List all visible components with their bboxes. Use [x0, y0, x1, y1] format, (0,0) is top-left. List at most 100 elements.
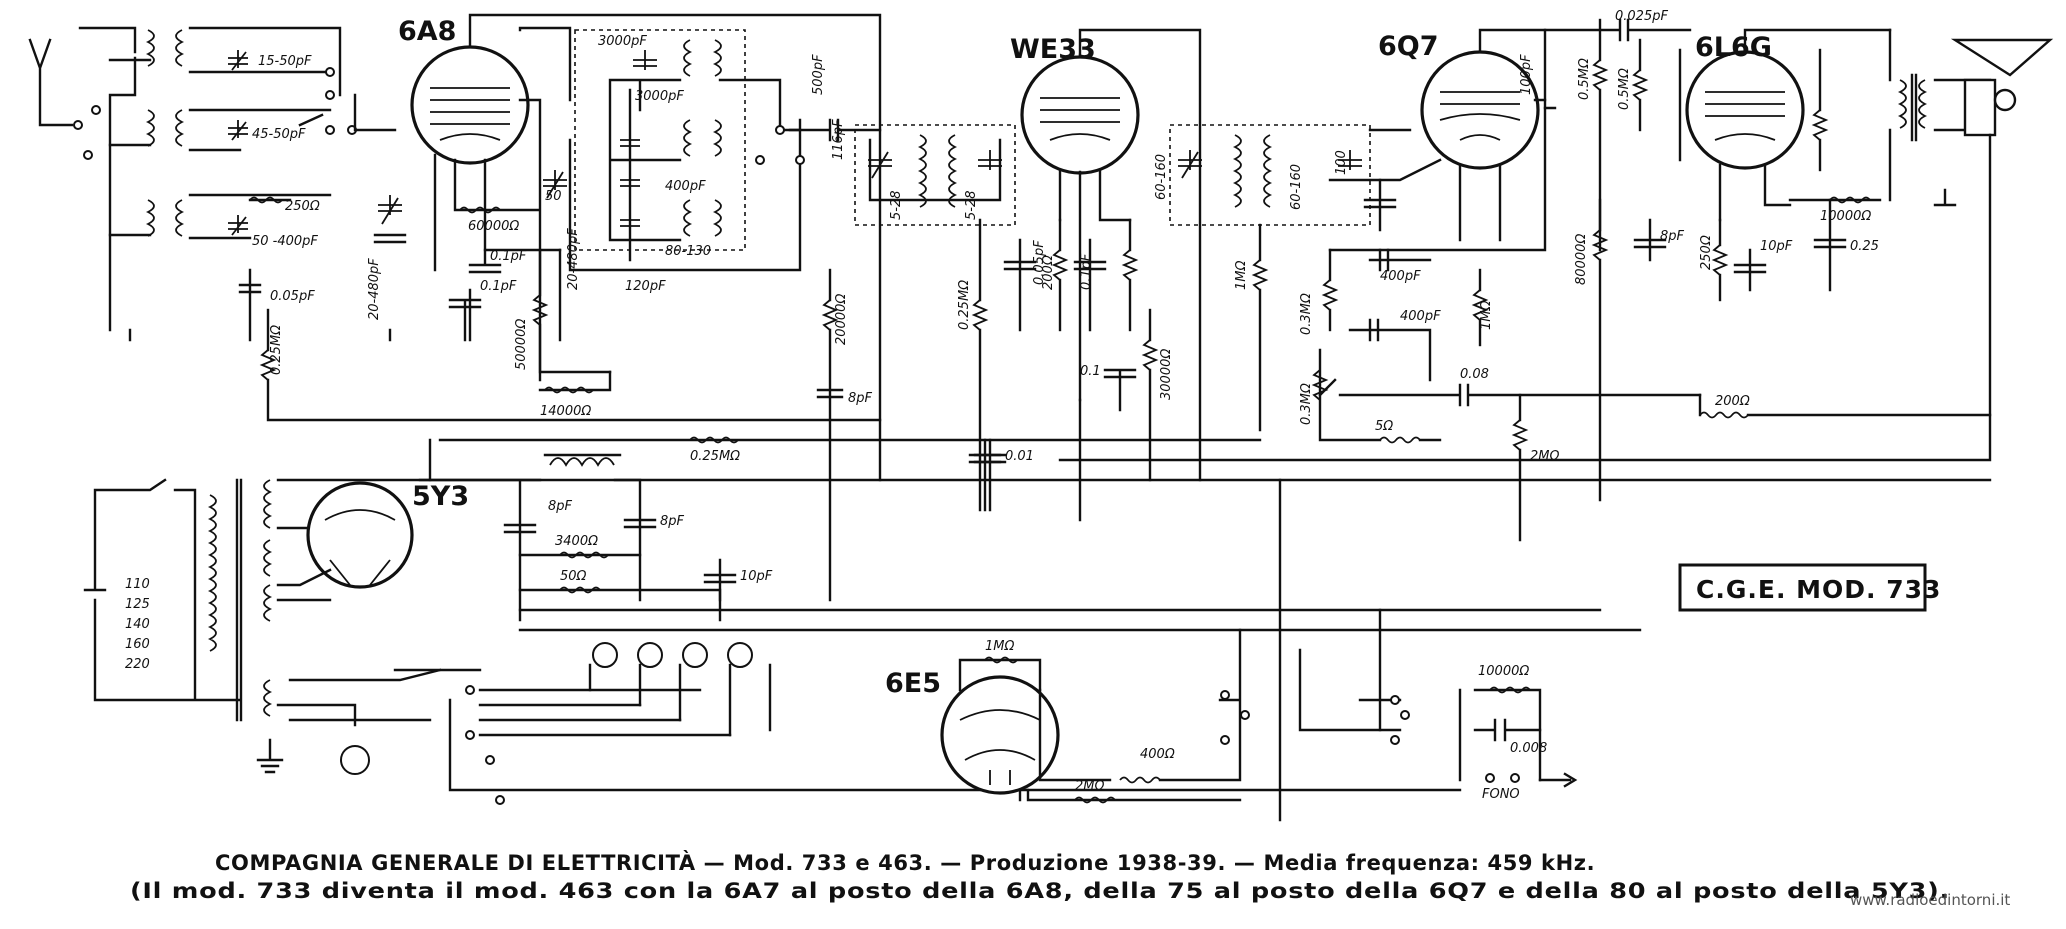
label-c-60-160a: 60-160 — [1154, 154, 1169, 200]
label-r-2m: 2MΩ — [1075, 779, 1104, 794]
if-stage: 116pF 5-28 5-28 WE33 0.25MΩ 0.05pF 200Ω … — [831, 28, 1202, 512]
label-c-01a: 0.1pF — [490, 249, 527, 264]
label-c-50-400: 50 -400pF — [252, 234, 318, 249]
label-c-025b: 0.25 — [1850, 239, 1879, 254]
tube-6l6g: 0.5MΩ 0.5MΩ 0.025pF 80000Ω 8pF 6L6G 250Ω… — [1058, 9, 2054, 502]
label-r-03ma-b: 0.3MΩ — [1299, 383, 1314, 425]
label-c-120: 120pF — [625, 279, 666, 294]
label-c-8pf-d: 8pF — [660, 514, 685, 529]
label-c-3000: 3000pF — [635, 89, 684, 104]
label-r-60000: 60000Ω — [468, 219, 519, 234]
label-c-20-480b: 20-480pF — [566, 228, 581, 290]
tube-6q7: 6Q7 100pF 0.3MΩ 400pF 400pF 1MΩ 0.3MΩ 5Ω… — [1299, 28, 1702, 542]
label-r-025ma-b: 0.25MΩ — [690, 449, 740, 464]
label-c-005: 0.05pF — [270, 289, 315, 304]
label-c-01c: 0.1pF — [1079, 253, 1094, 290]
antenna-symbol — [28, 38, 74, 127]
pilot-lamp-2 — [637, 642, 663, 668]
label-r-50: 50Ω — [560, 569, 587, 584]
label-c-10pf-b: 10pF — [740, 569, 773, 584]
label-r-20000: 20000Ω — [834, 294, 849, 345]
tube-label-we33: WE33 — [1010, 34, 1096, 65]
tube-label-6e5: 6E5 — [885, 668, 941, 699]
if-transformer-2: 60-160 60-160 100 1MΩ — [1154, 124, 1412, 432]
label-c-8pf-a: 8pF — [848, 391, 873, 406]
label-r-10000b: 10000Ω — [1478, 664, 1529, 679]
label-c-001: 0.01 — [1005, 449, 1034, 464]
label-r-10000: 10000Ω — [1820, 209, 1871, 224]
label-r-50000: 50000Ω — [514, 319, 529, 370]
label-c-50: 50 — [545, 189, 562, 204]
label-c-8pf-c: 8pF — [548, 499, 573, 514]
label-c-10pf: 10pF — [1760, 239, 1793, 254]
label-r-2ma: 2MΩ — [1530, 449, 1559, 464]
tube-6e5: 6E5 1MΩ 400Ω 2MΩ — [885, 478, 1402, 822]
label-r-3400: 3400Ω — [555, 534, 598, 549]
tube-label-6a8: 6A8 — [398, 16, 456, 47]
label-c-8pf-b: 8pF — [1660, 229, 1685, 244]
label-r-250: 250Ω — [285, 199, 320, 214]
label-r-400: 400Ω — [1140, 747, 1175, 762]
label-v125: 125 — [125, 597, 150, 612]
label-c-100b: 100pF — [1519, 54, 1534, 95]
label-r-250b: 250Ω — [1699, 235, 1714, 270]
tube-6a8: 20-480pF 6A8 60000Ω 0.1pF 0.1pF 50000Ω 5… — [353, 13, 882, 482]
label-r-200b: 200Ω — [1715, 394, 1750, 409]
label-c-15-50: 15-50pF — [258, 54, 312, 69]
label-r-1ma: 1MΩ — [1234, 261, 1249, 290]
filter-choke — [549, 457, 615, 467]
label-c-80-130: 80-130 — [665, 244, 711, 259]
label-c-500: 500pF — [811, 54, 826, 95]
label-r-5: 5Ω — [1375, 419, 1393, 434]
watermark: www.radioedintorni.it — [1850, 891, 2010, 909]
label-c-400b: 400pF — [1380, 269, 1421, 284]
label-r-80000: 80000Ω — [1574, 234, 1589, 285]
tube-label-6l6g: 6L6G — [1695, 32, 1772, 63]
label-r-30000: 30000Ω — [1159, 349, 1174, 400]
label-c-025: 0.025pF — [1615, 9, 1668, 24]
label-c-20-480a: 20-480pF — [367, 258, 382, 320]
tube-label-6q7: 6Q7 — [1378, 31, 1439, 62]
label-c-100a: 100 — [1334, 150, 1349, 175]
label-c-400: 400pF — [665, 179, 706, 194]
label-r-025ma: 0.25MΩ — [269, 325, 284, 375]
caption-line-1: COMPAGNIA GENERALE DI ELETTRICITÀ — Mod.… — [215, 850, 1595, 875]
pilot-lamp-1 — [592, 642, 618, 668]
label-v140: 140 — [125, 617, 150, 632]
label-v110: 110 — [125, 577, 150, 592]
pilot-lamp-3 — [682, 642, 708, 668]
label-c-s2: 5-28 — [964, 190, 979, 220]
tube-label-5y3: 5Y3 — [412, 481, 469, 512]
label-v220: 220 — [125, 657, 150, 672]
label-c-008: 0.08 — [1460, 367, 1489, 382]
pilot-lamp-4 — [727, 642, 753, 668]
label-c-01b: 0.1pF — [480, 279, 517, 294]
caption-line-2: (Il mod. 733 diventa il mod. 463 con la … — [130, 879, 1950, 903]
label-c-3000-top: 3000pF — [598, 34, 647, 49]
label-c-116: 116pF — [831, 119, 846, 160]
label-fono: FONO — [1482, 787, 1520, 802]
label-c-008b: 0.008 — [1510, 741, 1547, 756]
label-c-s1: 5-28 — [889, 190, 904, 220]
label-c-60-160b: 60-160 — [1289, 164, 1304, 210]
label-c-45-50: 45-50pF — [252, 127, 306, 142]
model-box: C.G.E. MOD. 733 — [1678, 563, 1941, 612]
phono-input: 10000Ω 0.008 FONO — [1358, 608, 1578, 802]
label-r-025ma-c: 0.25MΩ — [957, 280, 972, 330]
supply-bus: 0.25MΩ 200Ω — [418, 393, 1992, 632]
model-box-text: C.G.E. MOD. 733 — [1696, 575, 1941, 604]
label-r-14000: 14000Ω — [540, 404, 591, 419]
label-r-1m: 1MΩ — [1479, 301, 1494, 330]
label-r-03ma: 0.3MΩ — [1299, 293, 1314, 335]
label-c-01d: 0.1 — [1080, 364, 1101, 379]
speaker-symbol — [1950, 38, 2054, 77]
oscillator-coils: 3000pF 3000pF 400pF 120pF 80-130 500pF 2… — [518, 26, 882, 602]
label-c-005b: 0.05pF — [1032, 240, 1047, 285]
label-v160: 160 — [125, 637, 150, 652]
label-r-200: 200Ω — [1041, 255, 1056, 290]
label-r-05ma-b: 0.5MΩ — [1617, 68, 1632, 110]
label-r-1m-b: 1MΩ — [985, 639, 1014, 654]
label-r-05ma-a: 0.5MΩ — [1577, 58, 1592, 100]
power-supply: 110 125 140 160 220 5Y3 8pF 8pF 3400Ω 50… — [83, 438, 1462, 805]
